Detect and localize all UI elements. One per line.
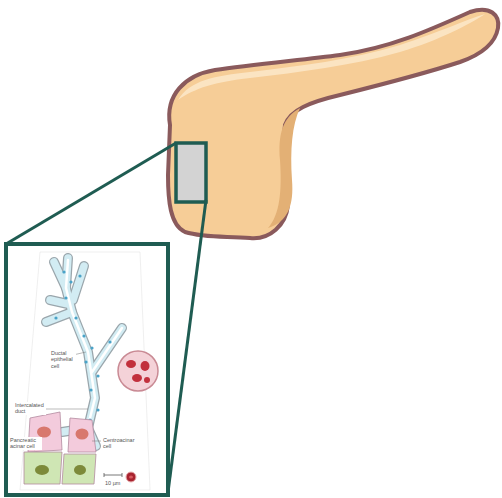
scale-bar <box>104 473 105 477</box>
blood-vessel <box>118 351 158 391</box>
inset-frame <box>6 244 168 495</box>
zoom-line <box>6 143 176 244</box>
scale-bar <box>104 475 122 476</box>
pancreas-organ <box>168 10 498 238</box>
red-cell-icon <box>129 476 133 479</box>
structure-label: Centroacinar cell <box>102 437 138 450</box>
structure-label: Pancreatic acinar cell <box>9 437 42 450</box>
zoom-line <box>168 200 206 492</box>
zoom-region <box>176 143 206 202</box>
pancreas-shadow <box>268 108 300 228</box>
scale-bar <box>122 473 123 477</box>
red-cell-icon <box>126 472 136 482</box>
scale-label: 10 µm <box>104 480 121 486</box>
pancreas-highlight <box>178 14 485 100</box>
structure-label: Intercalated duct <box>14 402 46 415</box>
structure-label: Ductal epithelial cell <box>50 350 76 369</box>
